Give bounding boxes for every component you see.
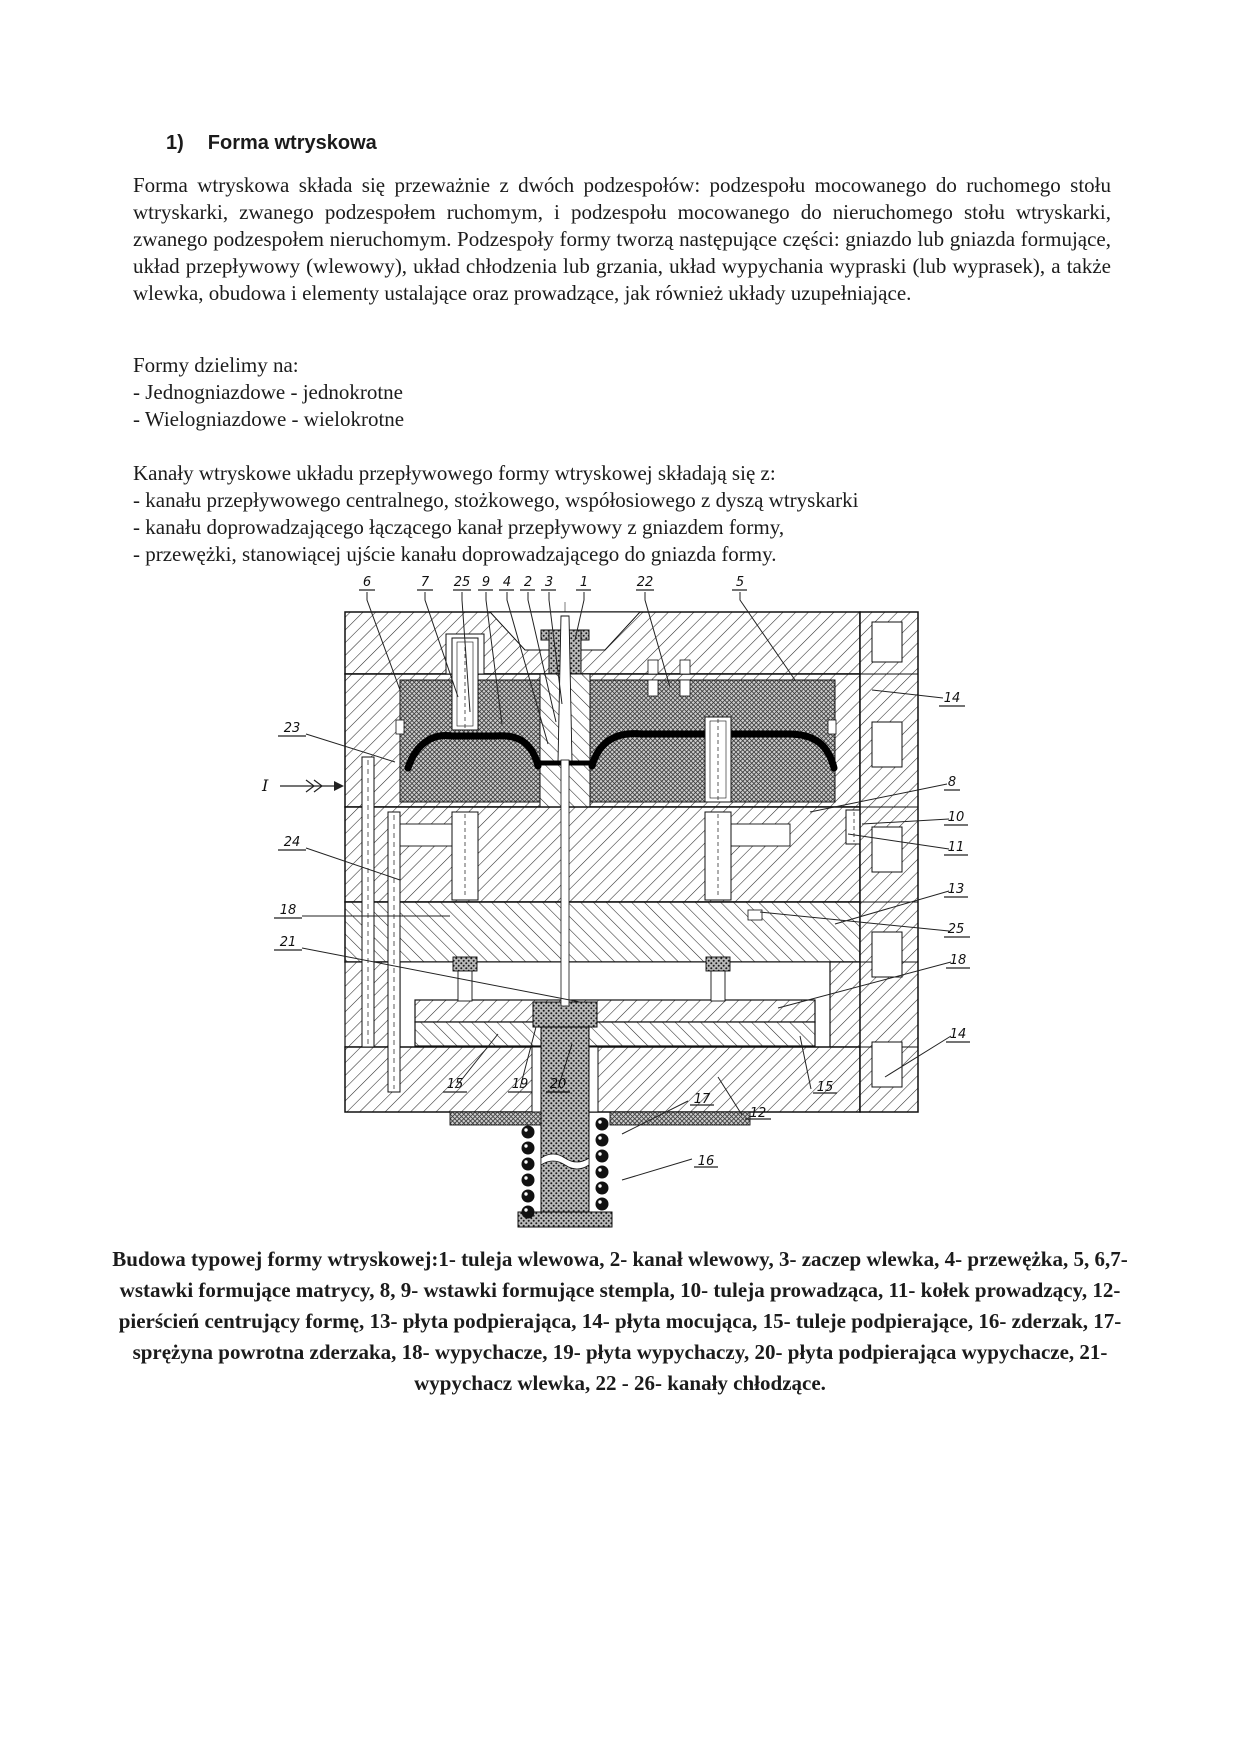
diagram-label-9: 9 [482, 575, 490, 590]
diagram-label-15-right: 15 [817, 1080, 834, 1095]
diagram-label-18-right: 18 [950, 953, 967, 968]
diagram-label-13: 13 [948, 882, 965, 897]
diagram-label-18-left: 18 [280, 903, 297, 918]
diagram-label-10: 10 [948, 810, 965, 825]
diagram-label-22: 22 [637, 575, 654, 590]
bottom-clamp-plate [344, 1046, 861, 1126]
diagram-label-14-bottom: 14 [950, 1027, 967, 1042]
list-item: - Wielogniazdowe - wielokrotne [133, 407, 405, 431]
mold-types-title: Formy dzielimy na: [133, 353, 299, 377]
diagram-label-25-top: 25 [454, 575, 471, 590]
figure-caption: Budowa typowej formy wtryskowej:1- tulej… [112, 1247, 1128, 1395]
diagram-label-6: 6 [363, 575, 371, 590]
diagram-label-12: 12 [750, 1106, 767, 1121]
diagram-labels: 6 7 25 9 4 2 3 1 22 5 23 I 24 18 21 14 8… [261, 575, 966, 1169]
clamp-bolt-column [859, 611, 919, 1113]
list-item: - kanału przepływowego centralnego, stoż… [133, 488, 859, 512]
runner-channels-title: Kanały wtryskowe układu przepływowego fo… [133, 461, 776, 485]
core-plate [344, 806, 863, 903]
diagram-label-17: 17 [694, 1092, 711, 1107]
diagram-label-15-left: 15 [447, 1077, 464, 1092]
diagram-label-2: 2 [524, 575, 532, 590]
diagram-label-7: 7 [421, 575, 430, 590]
section-mark-arrow [280, 779, 344, 793]
diagram-label-11: 11 [948, 840, 965, 855]
diagram-label-19: 19 [512, 1077, 529, 1092]
heading-title: Forma wtryskowa [207, 132, 377, 154]
diagram-label-20: 20 [550, 1077, 567, 1092]
section-heading: 1) Forma wtryskowa [166, 132, 377, 155]
diagram-label-3: 3 [545, 575, 553, 590]
diagram-label-24: 24 [284, 835, 301, 850]
diagram-label-5: 5 [736, 575, 744, 590]
ejector-housing [344, 956, 861, 1048]
mold-types-section: Formy dzielimy na: - Jednogniazdowe - je… [133, 352, 1111, 433]
diagram-label-4: 4 [503, 575, 511, 590]
leader-lines [301, 592, 952, 1181]
stop-pin-and-spring [517, 759, 613, 1228]
support-plate [344, 901, 861, 963]
return-spring [521, 1117, 609, 1219]
diagram-label-16: 16 [698, 1154, 715, 1169]
sprue-puller-rods [361, 756, 401, 1093]
diagram-label-section-i: I [261, 776, 269, 795]
list-item: - przewężki, stanowiącej ujście kanału d… [133, 542, 777, 566]
label-underlines [274, 589, 970, 1168]
runner-channels-section: Kanały wtryskowe układu przepływowego fo… [133, 460, 1111, 568]
mold-cross-section-diagram: 6 7 25 9 4 2 3 1 22 5 23 I 24 18 21 14 8… [261, 575, 970, 1228]
diagram-label-8: 8 [948, 775, 956, 790]
diagram-label-14-top: 14 [944, 691, 961, 706]
diagram-label-1: 1 [580, 575, 588, 590]
forming-insert-sleeves [445, 633, 732, 803]
diagram-label-23: 23 [284, 721, 301, 736]
list-item: - Jednogniazdowe - jednokrotne [133, 380, 403, 404]
intro-paragraph: Forma wtryskowa składa się przeważnie z … [133, 173, 1111, 305]
diagram-label-21: 21 [280, 935, 297, 950]
heading-number: 1) [166, 132, 184, 154]
list-item: - kanału doprowadzającego łączącego kana… [133, 515, 785, 539]
diagram-label-25-right: 25 [948, 922, 965, 937]
